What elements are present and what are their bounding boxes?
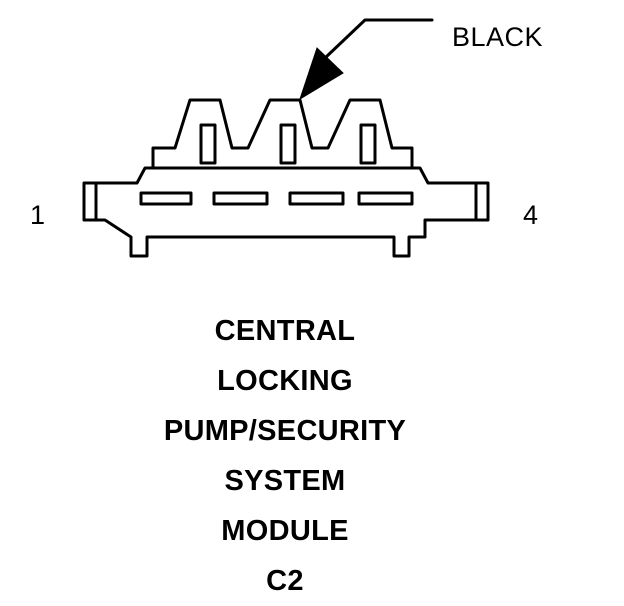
wire-color-label: BLACK: [452, 22, 544, 52]
callout-leader-line: [323, 18, 434, 60]
connector-latch-outline: [151, 98, 414, 170]
callout-arrowhead: [299, 47, 344, 101]
title-line: MODULE: [221, 515, 349, 547]
connector-body-outline: [82, 166, 490, 258]
pin-cavity-1: [139, 191, 193, 206]
connector-title: CENTRAL LOCKING PUMP/SECURITY SYSTEM MOD…: [0, 306, 570, 606]
pin-cavity-2: [212, 191, 269, 206]
pin-cavity-3: [288, 191, 345, 206]
title-line: C2: [266, 565, 304, 597]
pin-cavity-4: [357, 191, 414, 206]
latch-inner-bar-1: [199, 123, 217, 165]
title-line: PUMP/SECURITY: [163, 415, 407, 447]
pin-1-label: 1: [30, 200, 46, 230]
latch-inner-bar-2: [279, 123, 297, 165]
title-line: SYSTEM: [224, 465, 346, 497]
latch-inner-bar-3: [359, 123, 377, 165]
pin-4-label: 4: [523, 200, 539, 230]
title-line: CENTRAL: [214, 315, 356, 347]
title-line: LOCKING: [217, 365, 353, 397]
